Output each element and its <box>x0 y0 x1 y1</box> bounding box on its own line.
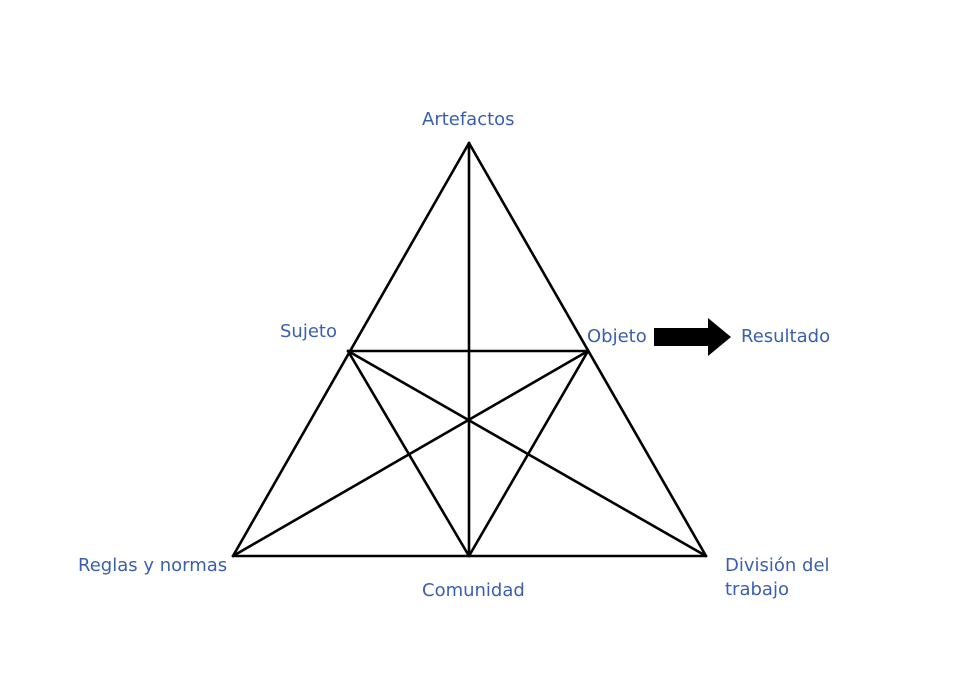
label-artefactos: Artefactos <box>422 109 515 130</box>
label-comunidad: Comunidad <box>422 580 525 601</box>
edge-sujeto-division <box>346 349 708 558</box>
edge-artefactos-reglas <box>231 141 471 558</box>
label-division-line1: División del <box>725 555 830 576</box>
label-reglas-y-normas: Reglas y normas <box>78 555 228 576</box>
label-objeto: Objeto <box>587 326 647 347</box>
label-division-line2: trabajo <box>725 579 789 600</box>
right-arrow-icon <box>654 318 731 356</box>
label-division-del-trabajo: División del trabajo <box>725 554 855 602</box>
label-sujeto: Sujeto <box>280 321 337 342</box>
edge-objeto-reglas <box>231 349 590 558</box>
edge-artefactos-division <box>467 141 708 558</box>
label-resultado: Resultado <box>741 326 831 347</box>
